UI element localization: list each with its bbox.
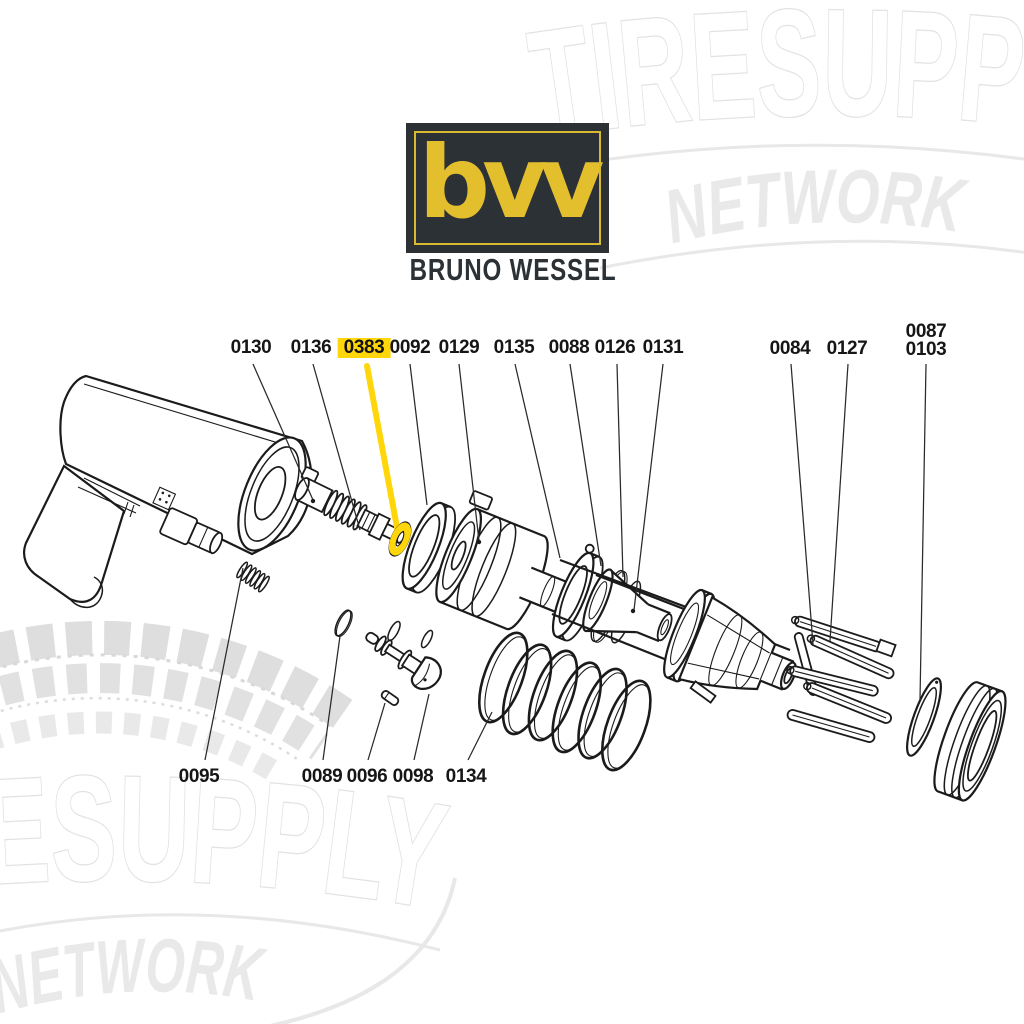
washer-0103: [906, 677, 942, 757]
highlight-leader-0383: [364, 363, 401, 536]
gun-muzzle-opening: [237, 436, 307, 552]
part-label-0088: 0088: [548, 337, 590, 358]
leader-dots: [310, 498, 636, 614]
small-spring-0095: [236, 561, 270, 593]
part-label-0127: 0127: [826, 338, 868, 359]
pin-0096: [380, 690, 400, 706]
gun-grip: [22, 464, 126, 603]
o-ring-small-1: [387, 620, 401, 642]
part-label-0134: 0134: [445, 766, 487, 787]
bw-logo: bvv: [406, 123, 609, 253]
part-label-0383-highlighted: 0383: [337, 338, 391, 358]
watermark-subtitle-bottom: NETWORK: [0, 923, 271, 1024]
part-label-0126: 0126: [594, 337, 636, 358]
o-ring-small-2: [420, 629, 434, 649]
bw-logo-mark: bvv: [418, 124, 605, 241]
highlight-ring-0383: [388, 521, 412, 557]
part-label-0135: 0135: [493, 337, 535, 358]
part-label-0095: 0095: [178, 766, 220, 787]
part-label-0103: 0103: [905, 339, 947, 360]
jaw-assembly: [786, 615, 897, 743]
washer-0092: [401, 501, 456, 594]
watermark-title-bottom: TIRESUPPLY: [0, 744, 457, 941]
part-label-0096: 0096: [346, 766, 388, 787]
collar-0087: [933, 681, 1007, 802]
cone-0131: [582, 568, 673, 643]
air-fitting: [152, 486, 224, 555]
o-ring-0089: [334, 609, 353, 638]
part-label-0087: 0087: [905, 321, 947, 342]
part-label-0092: 0092: [389, 337, 431, 358]
cylinder-0129: [435, 490, 585, 631]
leader-lines: [204, 363, 927, 761]
part-label-0129: 0129: [438, 337, 480, 358]
nosepiece: [663, 588, 797, 704]
part-label-0131: 0131: [642, 337, 684, 358]
valve-stem-0098: [365, 631, 442, 690]
logo-frame: [414, 131, 601, 245]
brand-name: BRUNO WESSEL: [409, 252, 617, 287]
watermark-bottom-badge: TIRESUPPLY NETWORK: [0, 620, 458, 1024]
part-label-0130: 0130: [230, 337, 272, 358]
part-label-0089: 0089: [301, 766, 343, 787]
gun-body: [22, 374, 313, 609]
part-label-0136: 0136: [290, 337, 332, 358]
main-spring-0134: [477, 631, 652, 772]
part-label-0098: 0098: [392, 766, 434, 787]
tire-tread-arc: [0, 620, 360, 785]
part-label-0084: 0084: [769, 338, 811, 359]
